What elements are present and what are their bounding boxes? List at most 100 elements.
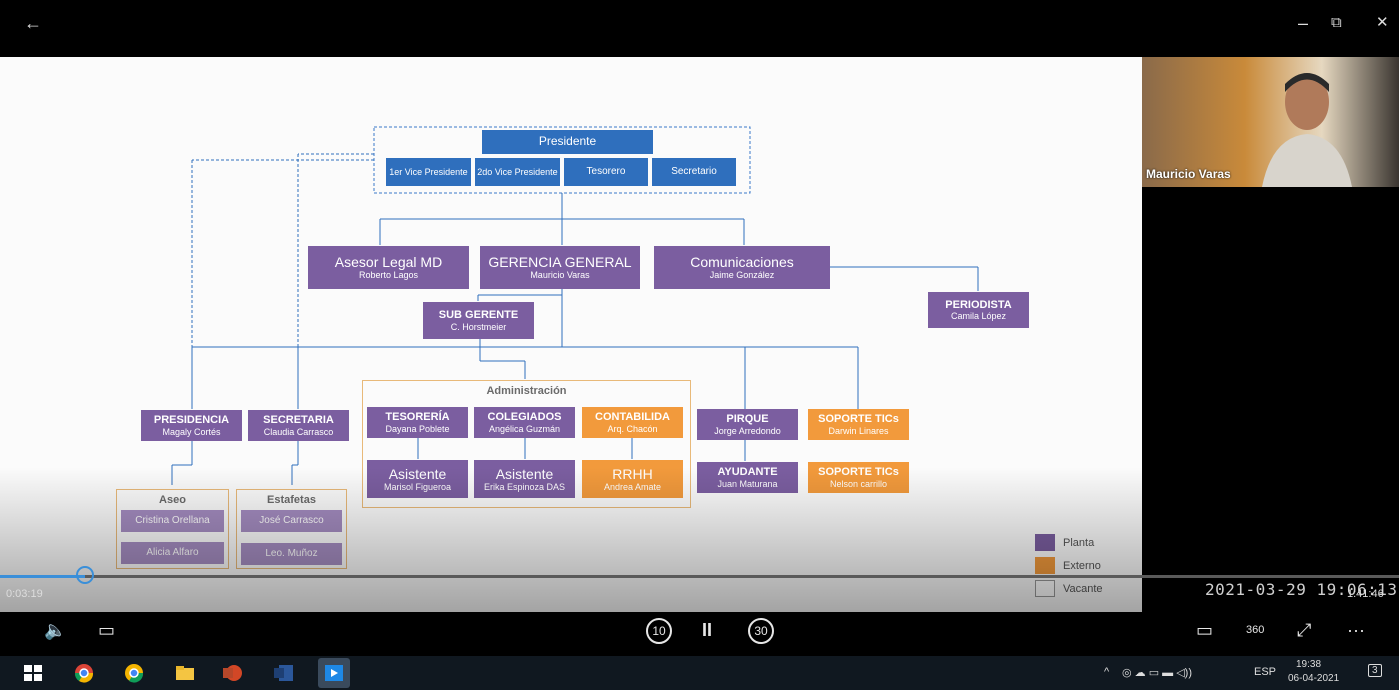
- seek-bar-handle[interactable]: [76, 566, 94, 584]
- gerencia-box: GERENCIA GENERAL Mauricio Varas: [480, 246, 640, 289]
- pirque-name: Jorge Arredondo: [714, 425, 781, 436]
- back-arrow-icon[interactable]: ←: [24, 13, 42, 33]
- asesor-box: Asesor Legal MD Roberto Lagos: [308, 246, 469, 289]
- asesor-title: Asesor Legal MD: [334, 254, 443, 271]
- aseo-member-2-name: Alicia Alfaro: [146, 547, 199, 559]
- vice1-label: 1er Vice Presidente: [389, 166, 468, 177]
- soporte2-name: Nelson carrillo: [829, 478, 888, 489]
- vice2-label: 2do Vice Presidente: [477, 166, 558, 177]
- aseo-group: [116, 489, 229, 569]
- asistente1-box: Asistente Marisol Figueroa: [367, 460, 468, 498]
- gerencia-title: GERENCIA GENERAL: [488, 254, 632, 271]
- more-options-button[interactable]: ···: [1347, 620, 1365, 640]
- word-icon[interactable]: [273, 663, 295, 683]
- presidente-label: Presidente: [538, 134, 597, 149]
- presidente-box: Presidente: [482, 130, 653, 154]
- asistente1-name: Marisol Figueroa: [383, 481, 452, 492]
- secretario-label: Secretario: [671, 166, 717, 178]
- contabilida-box: CONTABILIDA Arq. Chacón: [582, 407, 683, 438]
- subgerente-title: SUB GERENTE: [438, 309, 519, 321]
- volume-icon[interactable]: 🔈: [44, 620, 67, 640]
- notification-center-icon[interactable]: 3: [1368, 664, 1382, 677]
- restore-button[interactable]: ⧉: [1331, 14, 1342, 31]
- pirque-title: PIRQUE: [726, 413, 769, 425]
- aseo-member-1-name: Cristina Orellana: [135, 515, 210, 527]
- video-player-icon: [325, 665, 343, 681]
- clock-date[interactable]: 06-04-2021: [1288, 673, 1340, 684]
- contabilida-title: CONTABILIDA: [595, 411, 670, 423]
- org-chart-slide: Presidente 1er Vice Presidente 2do Vice …: [0, 57, 1142, 612]
- aseo-title: Aseo: [159, 494, 186, 506]
- chrome-icon-2[interactable]: [123, 663, 145, 683]
- tesorero-label: Tesorero: [586, 166, 626, 178]
- asistente2-box: Asistente Erika Espinoza DAS: [474, 460, 575, 498]
- estafetas-member-1: José Carrasco: [241, 510, 342, 532]
- estafetas-member-1-name: José Carrasco: [259, 515, 324, 527]
- forward-30-button[interactable]: 30: [748, 618, 774, 644]
- asistente1-title: Asistente: [388, 465, 447, 482]
- contabilida-name: Arq. Chacón: [607, 423, 658, 434]
- gerencia-name: Mauricio Varas: [530, 270, 590, 281]
- close-button[interactable]: ✕: [1376, 14, 1389, 31]
- ayudante-box: AYUDANTE Juan Maturana: [697, 462, 798, 493]
- legend-label-externo: Externo: [1063, 560, 1101, 572]
- total-time: 1:41:46: [1347, 588, 1384, 600]
- participant-video[interactable]: Mauricio Varas: [1142, 57, 1399, 187]
- secretaria-title: SECRETARIA: [263, 414, 334, 426]
- pirque-box: PIRQUE Jorge Arredondo: [697, 409, 798, 440]
- presidencia-name: Magaly Cortés: [162, 426, 221, 437]
- rrhh-title: RRHH: [612, 465, 653, 482]
- org-chart-connectors: [171, 126, 979, 485]
- pause-button[interactable]: II: [702, 620, 713, 640]
- chrome-icon[interactable]: [73, 663, 95, 683]
- fullscreen-icon[interactable]: ⤢: [1297, 620, 1312, 640]
- soporte1-name: Darwin Linares: [828, 425, 889, 436]
- windows-start-icon[interactable]: [22, 663, 44, 683]
- rrhh-box: RRHH Andrea Amate: [582, 460, 683, 498]
- minimize-button[interactable]: –: [1298, 13, 1309, 33]
- player-controls: 🔈 ▭ 10 II 30 ▭ 360 ⤢ ···: [0, 612, 1399, 656]
- windows-taskbar: ^ ◎ ☁ ▭ ▬ ◁)) ESP 19:38 06-04-2021 3: [0, 656, 1399, 690]
- elapsed-time: 0:03:19: [6, 588, 43, 600]
- comunicaciones-title: Comunicaciones: [690, 254, 794, 271]
- file-explorer-icon[interactable]: [174, 663, 196, 683]
- language-indicator[interactable]: ESP: [1254, 666, 1277, 678]
- miniview-icon[interactable]: ▭: [1196, 620, 1214, 640]
- estafetas-group: [236, 489, 347, 569]
- active-app-highlight[interactable]: [318, 658, 350, 688]
- tray-expand-button[interactable]: ^: [1104, 666, 1110, 678]
- legend-label-vacante: Vacante: [1063, 583, 1103, 595]
- ayudante-name: Juan Maturana: [717, 478, 778, 489]
- aseo-member-2: Alicia Alfaro: [121, 542, 224, 564]
- ayudante-title: AYUDANTE: [717, 466, 778, 478]
- legend-swatch-externo: [1035, 557, 1055, 574]
- powerpoint-icon[interactable]: [222, 663, 244, 683]
- window-title-bar: ← – ⧉ ✕: [0, 0, 1399, 57]
- clock-time[interactable]: 19:38: [1296, 659, 1322, 670]
- video-area[interactable]: Presidente 1er Vice Presidente 2do Vice …: [0, 57, 1399, 612]
- periodista-box: PERIODISTA Camila López: [928, 292, 1029, 328]
- asesor-name: Roberto Lagos: [358, 270, 419, 281]
- asistente2-name: Erika Espinoza DAS: [483, 481, 566, 492]
- participant-avatar: [1262, 73, 1352, 187]
- secretaria-name: Claudia Carrasco: [263, 426, 334, 437]
- aseo-member-1: Cristina Orellana: [121, 510, 224, 532]
- rewind-10-button[interactable]: 10: [646, 618, 672, 644]
- soporte1-box: SOPORTE TICs Darwin Linares: [808, 409, 909, 440]
- vice2-box: 2do Vice Presidente: [475, 158, 560, 186]
- subgerente-name: C. Horstmeier: [450, 321, 507, 332]
- administracion-group: [362, 380, 691, 508]
- secretaria-box: SECRETARIA Claudia Carrasco: [248, 410, 349, 441]
- tray-icons[interactable]: ◎ ☁ ▭ ▬ ◁)): [1122, 667, 1193, 679]
- presidencia-box: PRESIDENCIA Magaly Cortés: [141, 410, 242, 441]
- captions-icon[interactable]: ▭: [98, 620, 116, 640]
- vr-360-icon[interactable]: 360: [1246, 624, 1265, 636]
- soporte2-title: SOPORTE TICs: [818, 466, 899, 478]
- periodista-name: Camila López: [950, 311, 1007, 322]
- participant-name: Mauricio Varas: [1146, 167, 1231, 181]
- soporte1-title: SOPORTE TICs: [818, 413, 899, 425]
- colegiados-box: COLEGIADOS Angélica Guzmán: [474, 407, 575, 438]
- vice1-box: 1er Vice Presidente: [386, 158, 471, 186]
- seek-bar-track[interactable]: [0, 575, 1399, 578]
- comunicaciones-box: Comunicaciones Jaime González: [654, 246, 830, 289]
